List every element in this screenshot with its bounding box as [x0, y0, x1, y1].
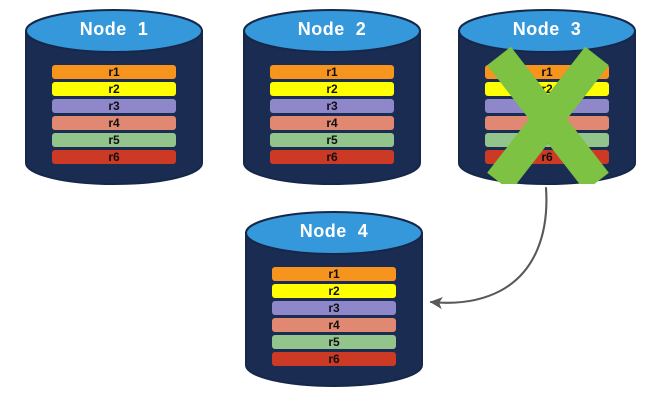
row-bar-r6[interactable]: r6 — [485, 150, 609, 164]
row-stack: r1 r2 r3 r4 r5 r6 — [272, 267, 396, 366]
row-stack: r1 r2 r3 r4 r5 r6 — [485, 65, 609, 164]
row-bar-r4[interactable]: r4 — [272, 318, 396, 332]
row-bar-r1[interactable]: r1 — [485, 65, 609, 79]
cylinder-top-cap — [25, 9, 203, 53]
row-bar-r5[interactable]: r5 — [270, 133, 394, 147]
row-bar-r3[interactable]: r3 — [485, 99, 609, 113]
row-bar-r4[interactable]: r4 — [52, 116, 176, 130]
row-bar-r6[interactable]: r6 — [270, 150, 394, 164]
row-bar-r2[interactable]: r2 — [485, 82, 609, 96]
row-bar-r5[interactable]: r5 — [272, 335, 396, 349]
row-bar-r2[interactable]: r2 — [270, 82, 394, 96]
row-bar-r1[interactable]: r1 — [270, 65, 394, 79]
cylinder-top-cap — [245, 211, 423, 255]
row-bar-r3[interactable]: r3 — [52, 99, 176, 113]
row-stack: r1 r2 r3 r4 r5 r6 — [270, 65, 394, 164]
row-bar-r3[interactable]: r3 — [272, 301, 396, 315]
row-bar-r2[interactable]: r2 — [272, 284, 396, 298]
row-bar-r2[interactable]: r2 — [52, 82, 176, 96]
row-bar-r6[interactable]: r6 — [52, 150, 176, 164]
row-bar-r3[interactable]: r3 — [270, 99, 394, 113]
row-stack: r1 r2 r3 r4 r5 r6 — [52, 65, 176, 164]
row-bar-r1[interactable]: r1 — [272, 267, 396, 281]
row-bar-r5[interactable]: r5 — [52, 133, 176, 147]
cylinder-top-cap — [243, 9, 421, 53]
row-bar-r4[interactable]: r4 — [270, 116, 394, 130]
row-bar-r1[interactable]: r1 — [52, 65, 176, 79]
row-bar-r4[interactable]: r4 — [485, 116, 609, 130]
row-bar-r5[interactable]: r5 — [485, 133, 609, 147]
row-bar-r6[interactable]: r6 — [272, 352, 396, 366]
cylinder-top-cap — [458, 9, 636, 53]
